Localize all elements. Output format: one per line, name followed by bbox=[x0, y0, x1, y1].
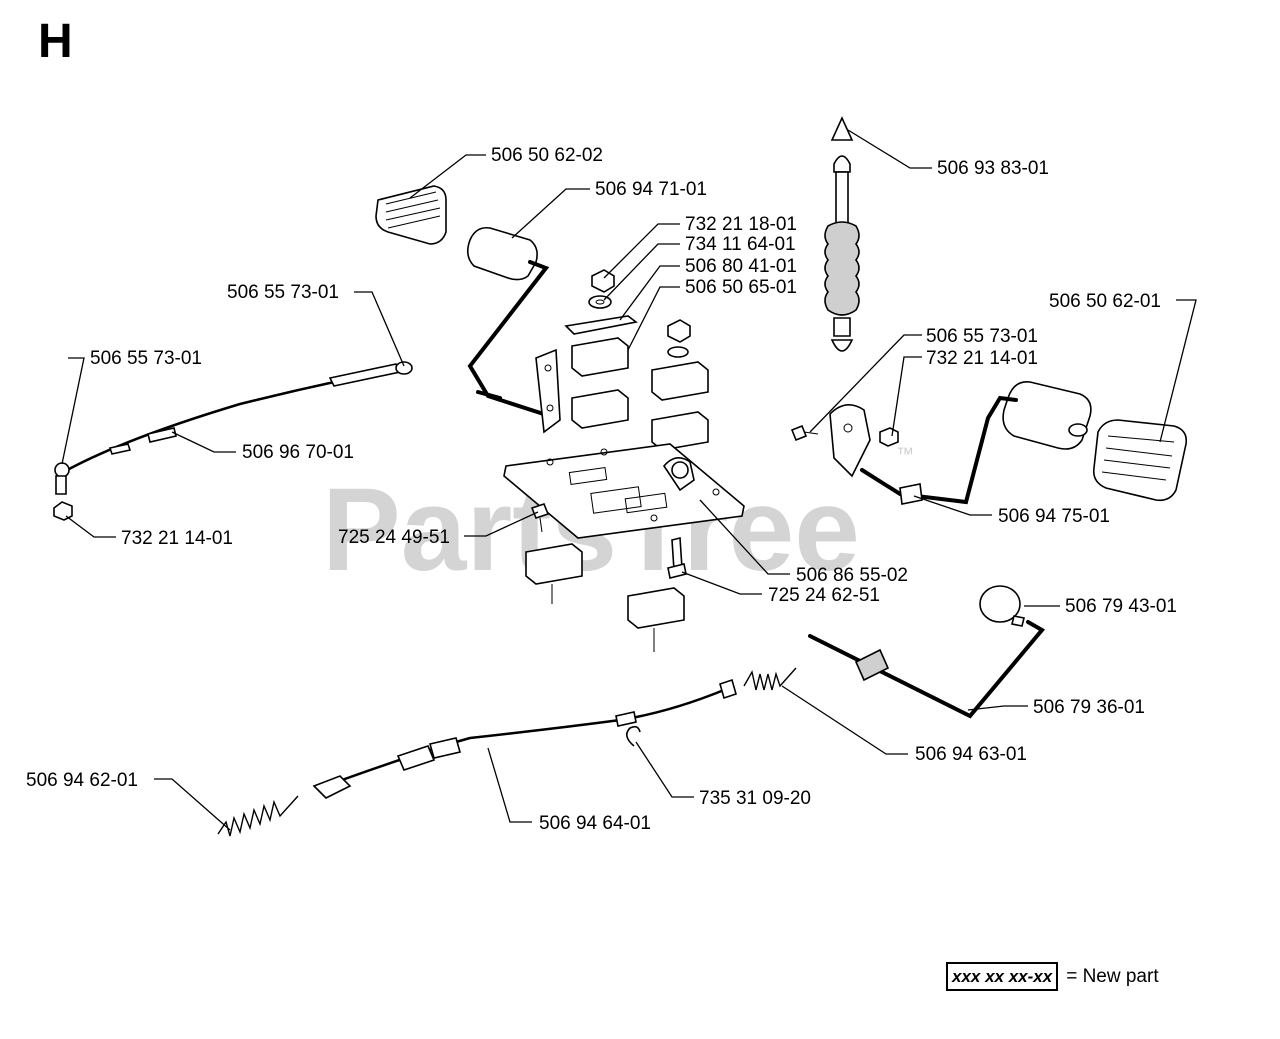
rubber-blocks-top bbox=[571, 319, 709, 451]
part-label-506-50-62-01: 506 50 62-01 bbox=[1049, 291, 1161, 312]
part-label-725-24-49-51: 725 24 49-51 bbox=[338, 527, 450, 548]
part-label-506-86-55-02: 506 86 55-02 bbox=[796, 565, 908, 586]
part-label-506-94-63-01: 506 94 63-01 bbox=[915, 744, 1027, 765]
rubber-blocks-bottom bbox=[525, 543, 685, 652]
legend-new-part-text: = New part bbox=[1066, 965, 1159, 987]
part-label-506-96-70-01: 506 96 70-01 bbox=[242, 442, 354, 463]
pedal-pad-left bbox=[375, 185, 447, 245]
part-label-506-94-71-01: 506 94 71-01 bbox=[595, 179, 707, 200]
pedal-arm-left bbox=[466, 226, 558, 420]
e-clip bbox=[626, 725, 641, 747]
base-plate bbox=[503, 443, 745, 539]
part-label-506-80-41-01: 506 80 41-01 bbox=[685, 256, 797, 277]
part-label-506-50-65-01: 506 50 65-01 bbox=[685, 277, 797, 298]
part-label-732-21-14-01-right: 732 21 14-01 bbox=[926, 348, 1038, 369]
spring-damper bbox=[824, 116, 860, 352]
part-label-506-93-83-01: 506 93 83-01 bbox=[937, 158, 1049, 179]
bracket-left bbox=[535, 348, 561, 434]
part-label-506-55-73-01-right: 506 55 73-01 bbox=[926, 326, 1038, 347]
cable-bottom bbox=[312, 678, 737, 799]
part-label-725-24-62-51: 725 24 62-51 bbox=[768, 585, 880, 606]
nut-washer-stack bbox=[564, 269, 638, 335]
part-label-506-55-73-01-top: 506 55 73-01 bbox=[227, 282, 339, 303]
bolt-nut-right bbox=[790, 424, 899, 447]
knob bbox=[979, 585, 1025, 627]
part-label-506-94-64-01: 506 94 64-01 bbox=[539, 813, 651, 834]
legend: xxx xx xx-xx = New part bbox=[946, 962, 1159, 991]
part-label-506-79-36-01: 506 79 36-01 bbox=[1033, 697, 1145, 718]
part-label-734-11-64-01: 734 11 64-01 bbox=[685, 234, 796, 255]
part-label-735-31-09-20: 735 31 09-20 bbox=[699, 788, 811, 809]
pedal-arm-right bbox=[829, 381, 1092, 505]
spring-bottom-left bbox=[217, 795, 299, 837]
spring-right bbox=[743, 667, 797, 691]
cable-left bbox=[54, 361, 413, 495]
nut-left bbox=[53, 501, 73, 521]
watermark-tm: ™ bbox=[896, 444, 914, 464]
part-label-732-21-14-01-left: 732 21 14-01 bbox=[121, 528, 233, 549]
pedal-pad-right bbox=[1092, 419, 1188, 502]
section-letter: H bbox=[38, 15, 73, 68]
part-label-506-79-43-01: 506 79 43-01 bbox=[1065, 596, 1177, 617]
bolts-under-plate bbox=[530, 503, 687, 579]
leader-lines bbox=[61, 129, 1197, 831]
part-label-506-55-73-01-left: 506 55 73-01 bbox=[90, 348, 202, 369]
part-label-506-94-75-01: 506 94 75-01 bbox=[998, 506, 1110, 527]
part-label-732-21-18-01: 732 21 18-01 bbox=[685, 214, 797, 235]
legend-new-part-box: xxx xx xx-xx bbox=[946, 962, 1059, 991]
rod bbox=[808, 620, 1046, 719]
part-label-506-94-62-01: 506 94 62-01 bbox=[26, 770, 138, 791]
part-label-506-50-62-02: 506 50 62-02 bbox=[491, 145, 603, 166]
